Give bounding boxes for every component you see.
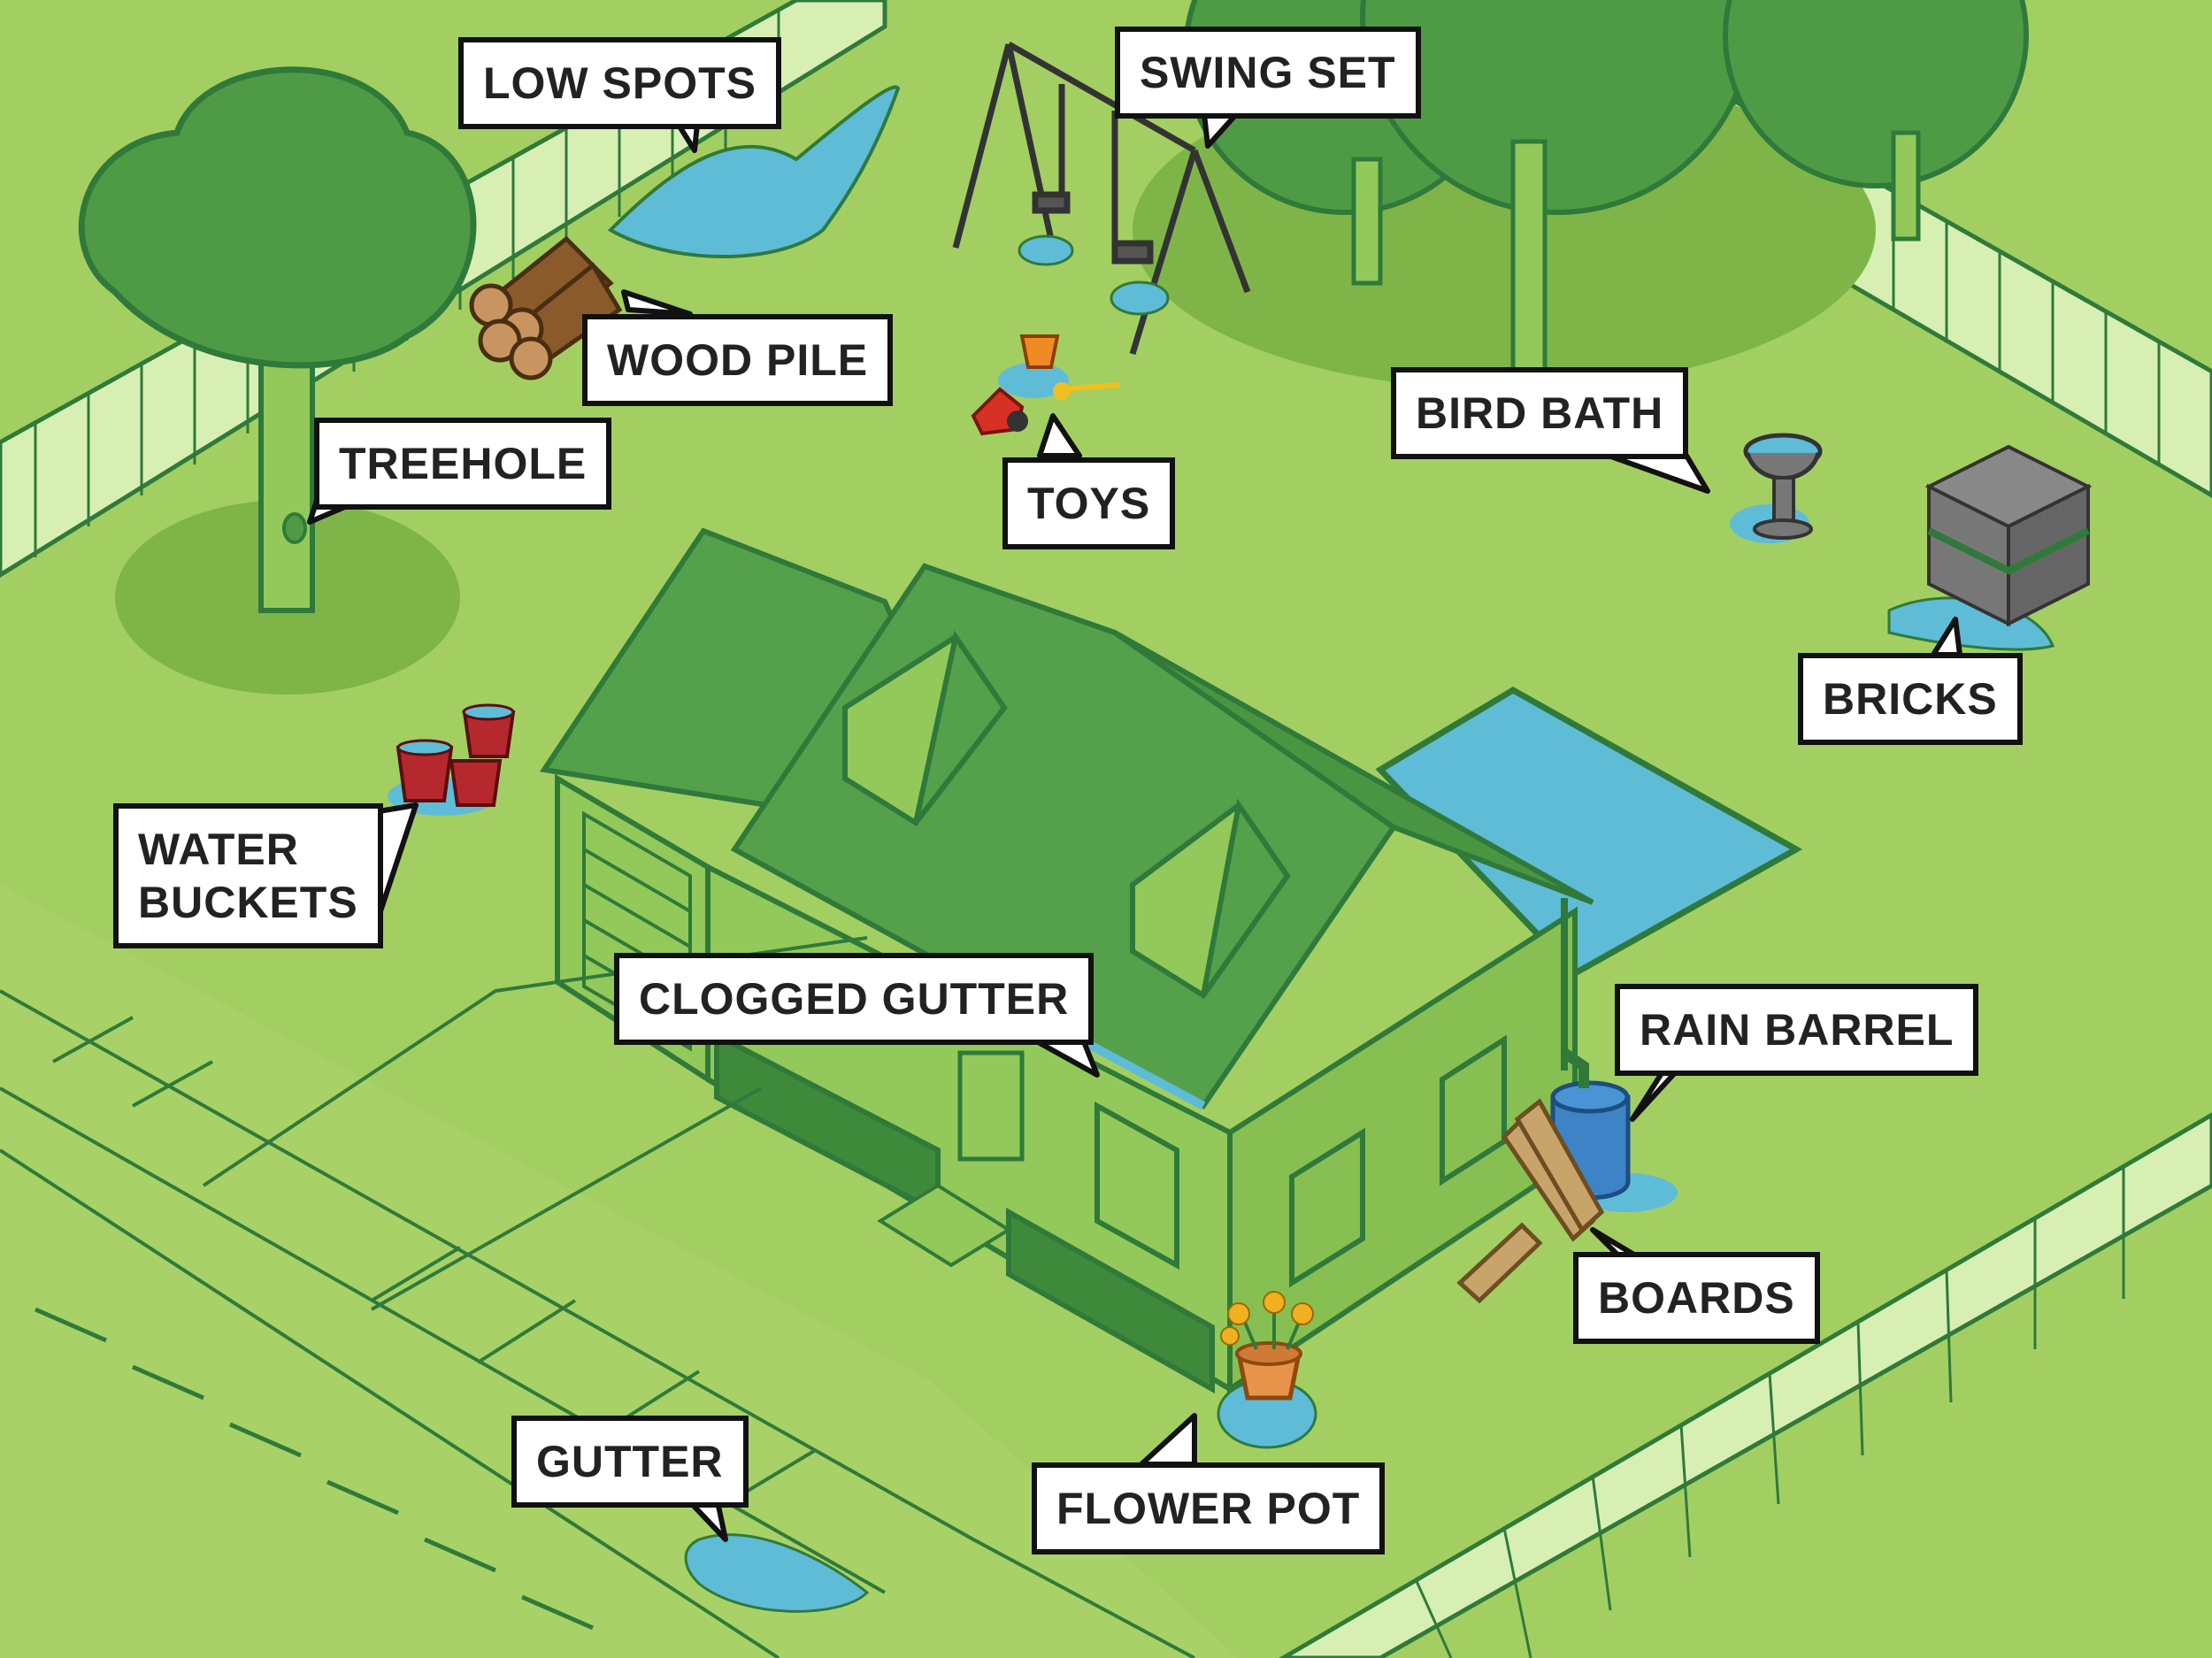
- treehole-mark: [282, 512, 307, 544]
- tree-icon: [1133, 0, 2029, 389]
- wood-pile-icon: [469, 235, 623, 380]
- rain-barrel-icon: [1550, 1048, 1678, 1212]
- puddle-icon: [684, 1533, 870, 1613]
- bird-bath-icon: [1730, 433, 1823, 543]
- bucket-icon: [388, 703, 516, 816]
- flower-pot-icon: [1217, 1291, 1317, 1449]
- puddle-icon: [607, 85, 901, 258]
- tree-icon: [79, 66, 477, 695]
- puddle-icon: [1110, 280, 1170, 316]
- bricks-icon: [1887, 444, 2093, 651]
- toys-icon: [971, 334, 1120, 436]
- street-dashes: [34, 1307, 595, 1631]
- swing-set-icon: [952, 41, 1251, 356]
- boards-icon: [1456, 1098, 1605, 1304]
- front-yard: [0, 885, 1239, 1658]
- puddle-icon: [1018, 234, 1074, 266]
- pool-icon: [1375, 686, 1803, 978]
- front-right-fence: [1279, 1112, 2212, 1658]
- house-icon: [539, 527, 1594, 1394]
